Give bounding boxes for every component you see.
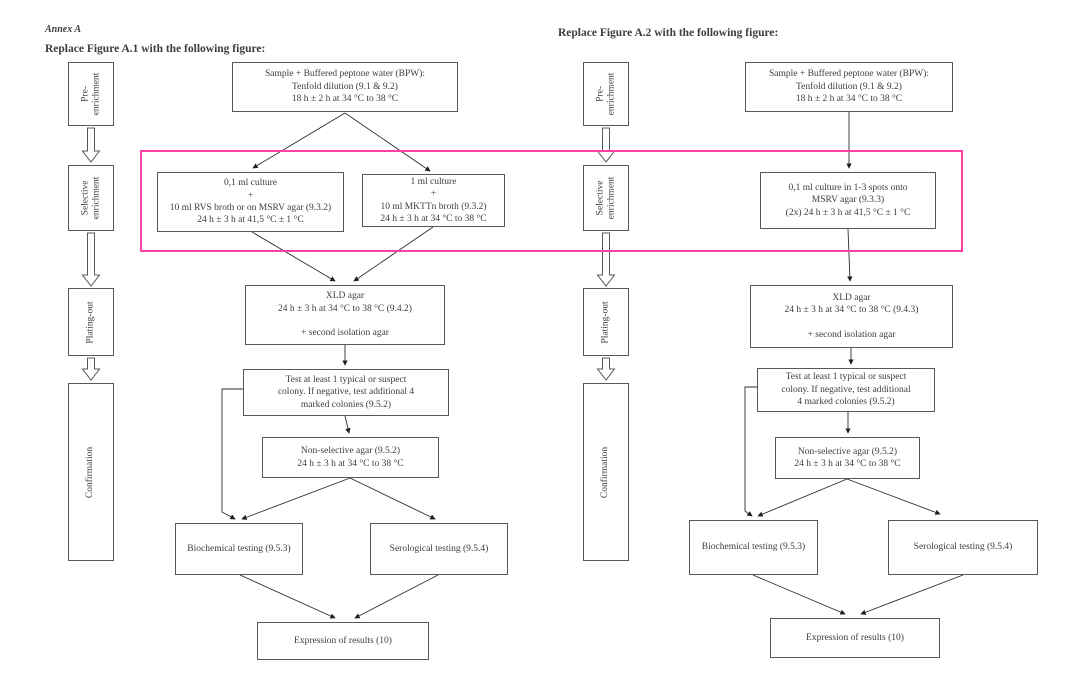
node-xld-a1: XLD agar 24 h ± 3 h at 34 °C to 38 °C (9…	[245, 285, 445, 345]
node-biochemical-a2: Biochemical testing (9.5.3)	[689, 520, 818, 575]
node-mkttn-a1: 1 ml culture + 10 ml MKTTn broth (9.3.2)…	[362, 174, 505, 227]
stage-label: Pre- enrichment	[80, 72, 101, 116]
node-text: 1 ml culture + 10 ml MKTTn broth (9.3.2)…	[380, 176, 487, 224]
stage-selective-enrichment-a1: Selective enrichment	[68, 165, 114, 231]
node-serological-a2: Serological testing (9.5.4)	[888, 520, 1038, 575]
stage-confirmation-a2: Confirmation	[583, 383, 629, 561]
node-text: 0,1 ml culture + 10 ml RVS broth or on M…	[169, 178, 332, 226]
node-expression-a2: Expression of results (10)	[770, 618, 940, 658]
stage-confirmation-a1: Confirmation	[68, 383, 114, 561]
node-expression-a1: Expression of results (10)	[257, 622, 429, 660]
node-text: Biochemical testing (9.5.3)	[187, 543, 291, 554]
node-xld-a2: XLD agar 24 h ± 3 h at 34 °C to 38 °C (9…	[750, 285, 953, 348]
node-text: 0,1 ml culture in 1-3 spots onto MSRV ag…	[785, 182, 911, 218]
node-biochemical-a1: Biochemical testing (9.5.3)	[175, 523, 303, 575]
node-text: XLD agar 24 h ± 3 h at 34 °C to 38 °C (9…	[784, 292, 919, 340]
node-text: Expression of results (10)	[806, 632, 904, 643]
stage-plating-out-a2: Plating-out	[583, 288, 629, 356]
stage-selective-enrichment-a2: Selective enrichment	[583, 165, 629, 231]
node-text: Non-selective agar (9.5.2) 24 h ± 3 h at…	[297, 446, 404, 469]
node-test-colony-a1: Test at least 1 typical or suspect colon…	[243, 369, 449, 416]
stage-label: Plating-out	[600, 300, 611, 344]
node-text: Sample + Buffered peptone water (BPW): T…	[264, 69, 426, 105]
node-msrv-a2: 0,1 ml culture in 1-3 spots onto MSRV ag…	[760, 172, 936, 229]
node-rvs-msrv-a1: 0,1 ml culture + 10 ml RVS broth or on M…	[157, 172, 344, 232]
node-text: Sample + Buffered peptone water (BPW): T…	[768, 69, 930, 105]
node-text: Serological testing (9.5.4)	[913, 542, 1013, 553]
instruction-figure-a1: Replace Figure A.1 with the following fi…	[45, 43, 266, 55]
flow-lines-a2	[744, 112, 964, 615]
node-text: Test at least 1 typical or suspect colon…	[781, 372, 911, 408]
stage-label: Selective enrichment	[595, 176, 616, 220]
stage-label: Confirmation	[85, 446, 96, 498]
node-nonselective-a2: Non-selective agar (9.5.2) 24 h ± 3 h at…	[775, 437, 920, 479]
stage-label: Pre- enrichment	[595, 72, 616, 116]
instruction-figure-a2: Replace Figure A.2 with the following fi…	[558, 27, 779, 39]
node-bpw-a2: Sample + Buffered peptone water (BPW): T…	[745, 62, 953, 112]
node-serological-a1: Serological testing (9.5.4)	[370, 523, 508, 575]
node-bpw-a1: Sample + Buffered peptone water (BPW): T…	[232, 62, 458, 112]
stage-arrows-a2	[596, 127, 616, 381]
stage-pre-enrichment-a1: Pre- enrichment	[68, 62, 114, 126]
stage-label: Selective enrichment	[80, 176, 101, 220]
stage-label: Confirmation	[600, 446, 611, 498]
node-text: Expression of results (10)	[294, 635, 392, 646]
flow-lines-a1	[221, 112, 439, 619]
node-text: Serological testing (9.5.4)	[389, 543, 489, 554]
node-text: Biochemical testing (9.5.3)	[701, 542, 806, 553]
node-text: XLD agar 24 h ± 3 h at 34 °C to 38 °C (9…	[278, 291, 412, 339]
stage-pre-enrichment-a2: Pre- enrichment	[583, 62, 629, 126]
stage-label: Plating-out	[85, 300, 96, 344]
node-text: Test at least 1 typical or suspect colon…	[277, 374, 415, 410]
stage-plating-out-a1: Plating-out	[68, 288, 114, 356]
annex-heading: Annex A	[45, 24, 82, 35]
node-test-colony-a2: Test at least 1 typical or suspect colon…	[757, 368, 935, 412]
node-text: Non-selective agar (9.5.2) 24 h ± 3 h at…	[794, 446, 901, 469]
node-nonselective-a1: Non-selective agar (9.5.2) 24 h ± 3 h at…	[262, 437, 439, 478]
stage-arrows-a1	[81, 127, 101, 381]
